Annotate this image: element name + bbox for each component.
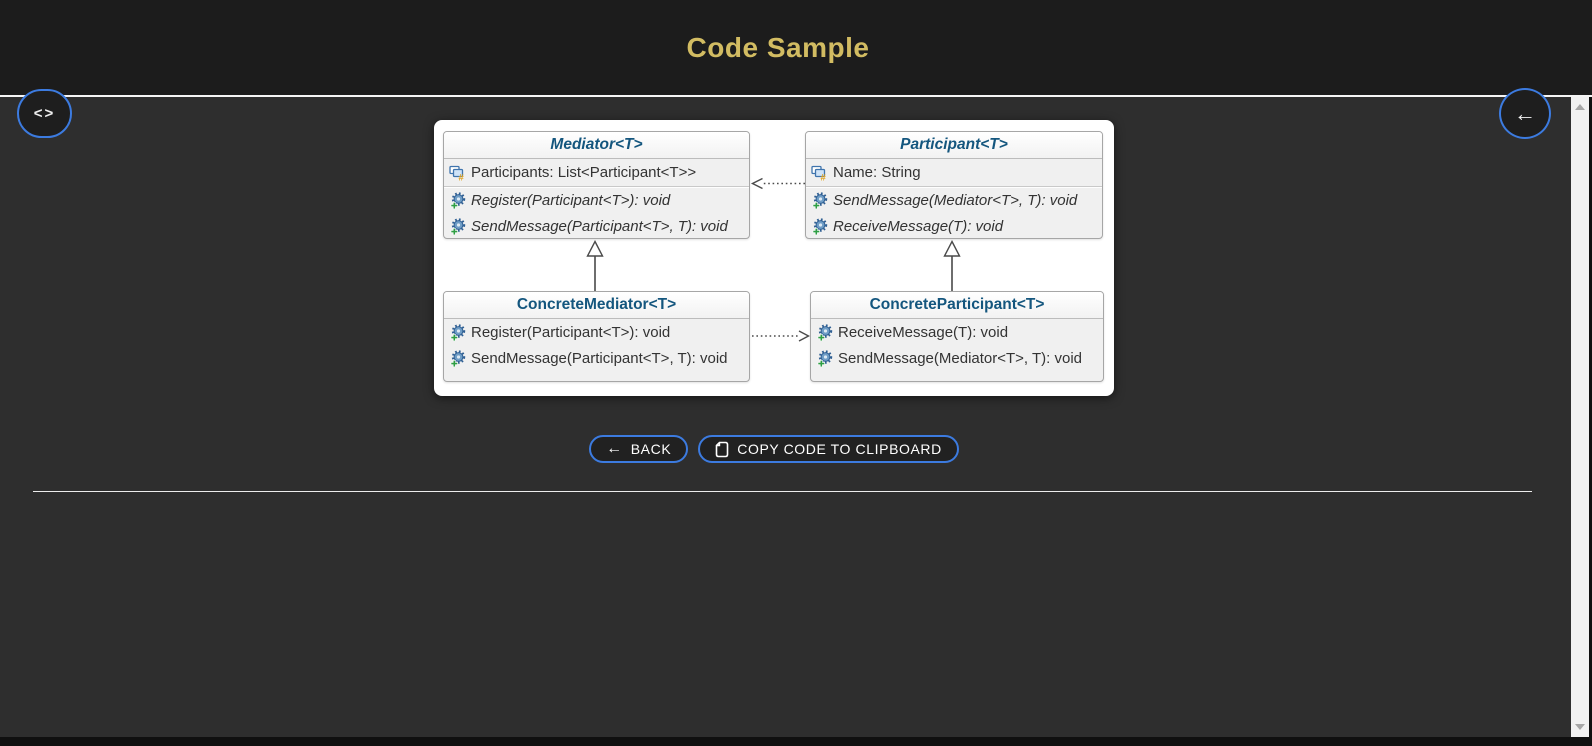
method-text: SendMessage(Mediator<T>, T): void xyxy=(838,349,1083,367)
field-icon: # xyxy=(811,165,827,182)
uml-class-participant: Participant<T> # Name: String xyxy=(805,131,1103,239)
method-icon xyxy=(450,323,466,341)
copy-code-button[interactable]: COPY CODE TO CLIPBOARD xyxy=(698,435,959,463)
uml-method-row: SendMessage(Mediator<T>, T): void xyxy=(806,187,1102,213)
method-icon xyxy=(812,217,828,235)
uml-diagram-panel: Mediator<T> # Participants: List<Partici… xyxy=(434,120,1114,396)
method-icon xyxy=(817,323,833,341)
back-arrow-icon: ← xyxy=(1514,100,1536,126)
right-edge-strip xyxy=(1589,97,1592,746)
uml-method-row: SendMessage(Participant<T>, T): void xyxy=(444,345,749,371)
section-divider xyxy=(33,491,1532,492)
field-text: Name: String xyxy=(833,164,921,181)
class-name: ConcreteParticipant<T> xyxy=(811,292,1103,319)
scroll-down-arrow-icon[interactable] xyxy=(1571,719,1589,735)
uml-method-row: Register(Participant<T>): void xyxy=(444,319,749,345)
method-text: SendMessage(Participant<T>, T): void xyxy=(471,217,728,235)
actions-row: ← BACK COPY CODE TO CLIPBOARD xyxy=(0,435,1548,463)
uml-class-mediator: Mediator<T> # Participants: List<Partici… xyxy=(443,131,750,239)
svg-text:#: # xyxy=(821,173,827,182)
uml-field-row: # Name: String xyxy=(806,159,1102,186)
copy-icon xyxy=(715,441,729,457)
method-icon xyxy=(450,217,466,235)
code-toggle-button[interactable]: <> xyxy=(17,89,72,138)
method-text: SendMessage(Mediator<T>, T): void xyxy=(833,191,1078,209)
class-name: ConcreteMediator<T> xyxy=(444,292,749,319)
method-text: ReceiveMessage(T): void xyxy=(833,217,1004,235)
uml-class-concrete-mediator: ConcreteMediator<T> Register(Participant… xyxy=(443,291,750,382)
method-text: Register(Participant<T>): void xyxy=(471,191,671,209)
scroll-up-arrow-icon[interactable] xyxy=(1571,99,1589,115)
method-icon xyxy=(812,191,828,209)
method-text: Register(Participant<T>): void xyxy=(471,323,671,341)
class-name: Mediator<T> xyxy=(444,132,749,159)
svg-text:#: # xyxy=(459,173,465,182)
page-title: Code Sample xyxy=(686,31,870,63)
bottom-edge-strip xyxy=(0,737,1592,746)
uml-method-row: SendMessage(Mediator<T>, T): void xyxy=(811,345,1103,371)
vertical-scrollbar[interactable] xyxy=(1571,97,1589,737)
back-arrow-icon: ← xyxy=(606,440,623,457)
uml-method-row: SendMessage(Participant<T>, T): void xyxy=(444,213,749,238)
copy-button-label: COPY CODE TO CLIPBOARD xyxy=(737,441,942,457)
field-text: Participants: List<Participant<T>> xyxy=(471,164,697,181)
method-icon xyxy=(450,349,466,367)
uml-method-row: ReceiveMessage(T): void xyxy=(811,319,1103,345)
app-header: Code Sample xyxy=(0,0,1592,97)
uml-field-row: # Participants: List<Participant<T>> xyxy=(444,159,749,186)
uml-method-row: ReceiveMessage(T): void xyxy=(806,213,1102,238)
method-icon xyxy=(450,191,466,209)
method-icon xyxy=(817,349,833,367)
class-name: Participant<T> xyxy=(806,132,1102,159)
back-button[interactable]: ← BACK xyxy=(589,435,689,463)
back-button-label: BACK xyxy=(630,441,672,457)
field-icon: # xyxy=(449,165,465,182)
back-circle-button[interactable]: ← xyxy=(1499,88,1551,139)
uml-class-concrete-participant: ConcreteParticipant<T> ReceiveMessage(T)… xyxy=(810,291,1104,382)
method-text: SendMessage(Participant<T>, T): void xyxy=(471,349,728,367)
code-brackets-icon: <> xyxy=(33,105,56,122)
method-text: ReceiveMessage(T): void xyxy=(838,323,1009,341)
uml-method-row: Register(Participant<T>): void xyxy=(444,187,749,213)
